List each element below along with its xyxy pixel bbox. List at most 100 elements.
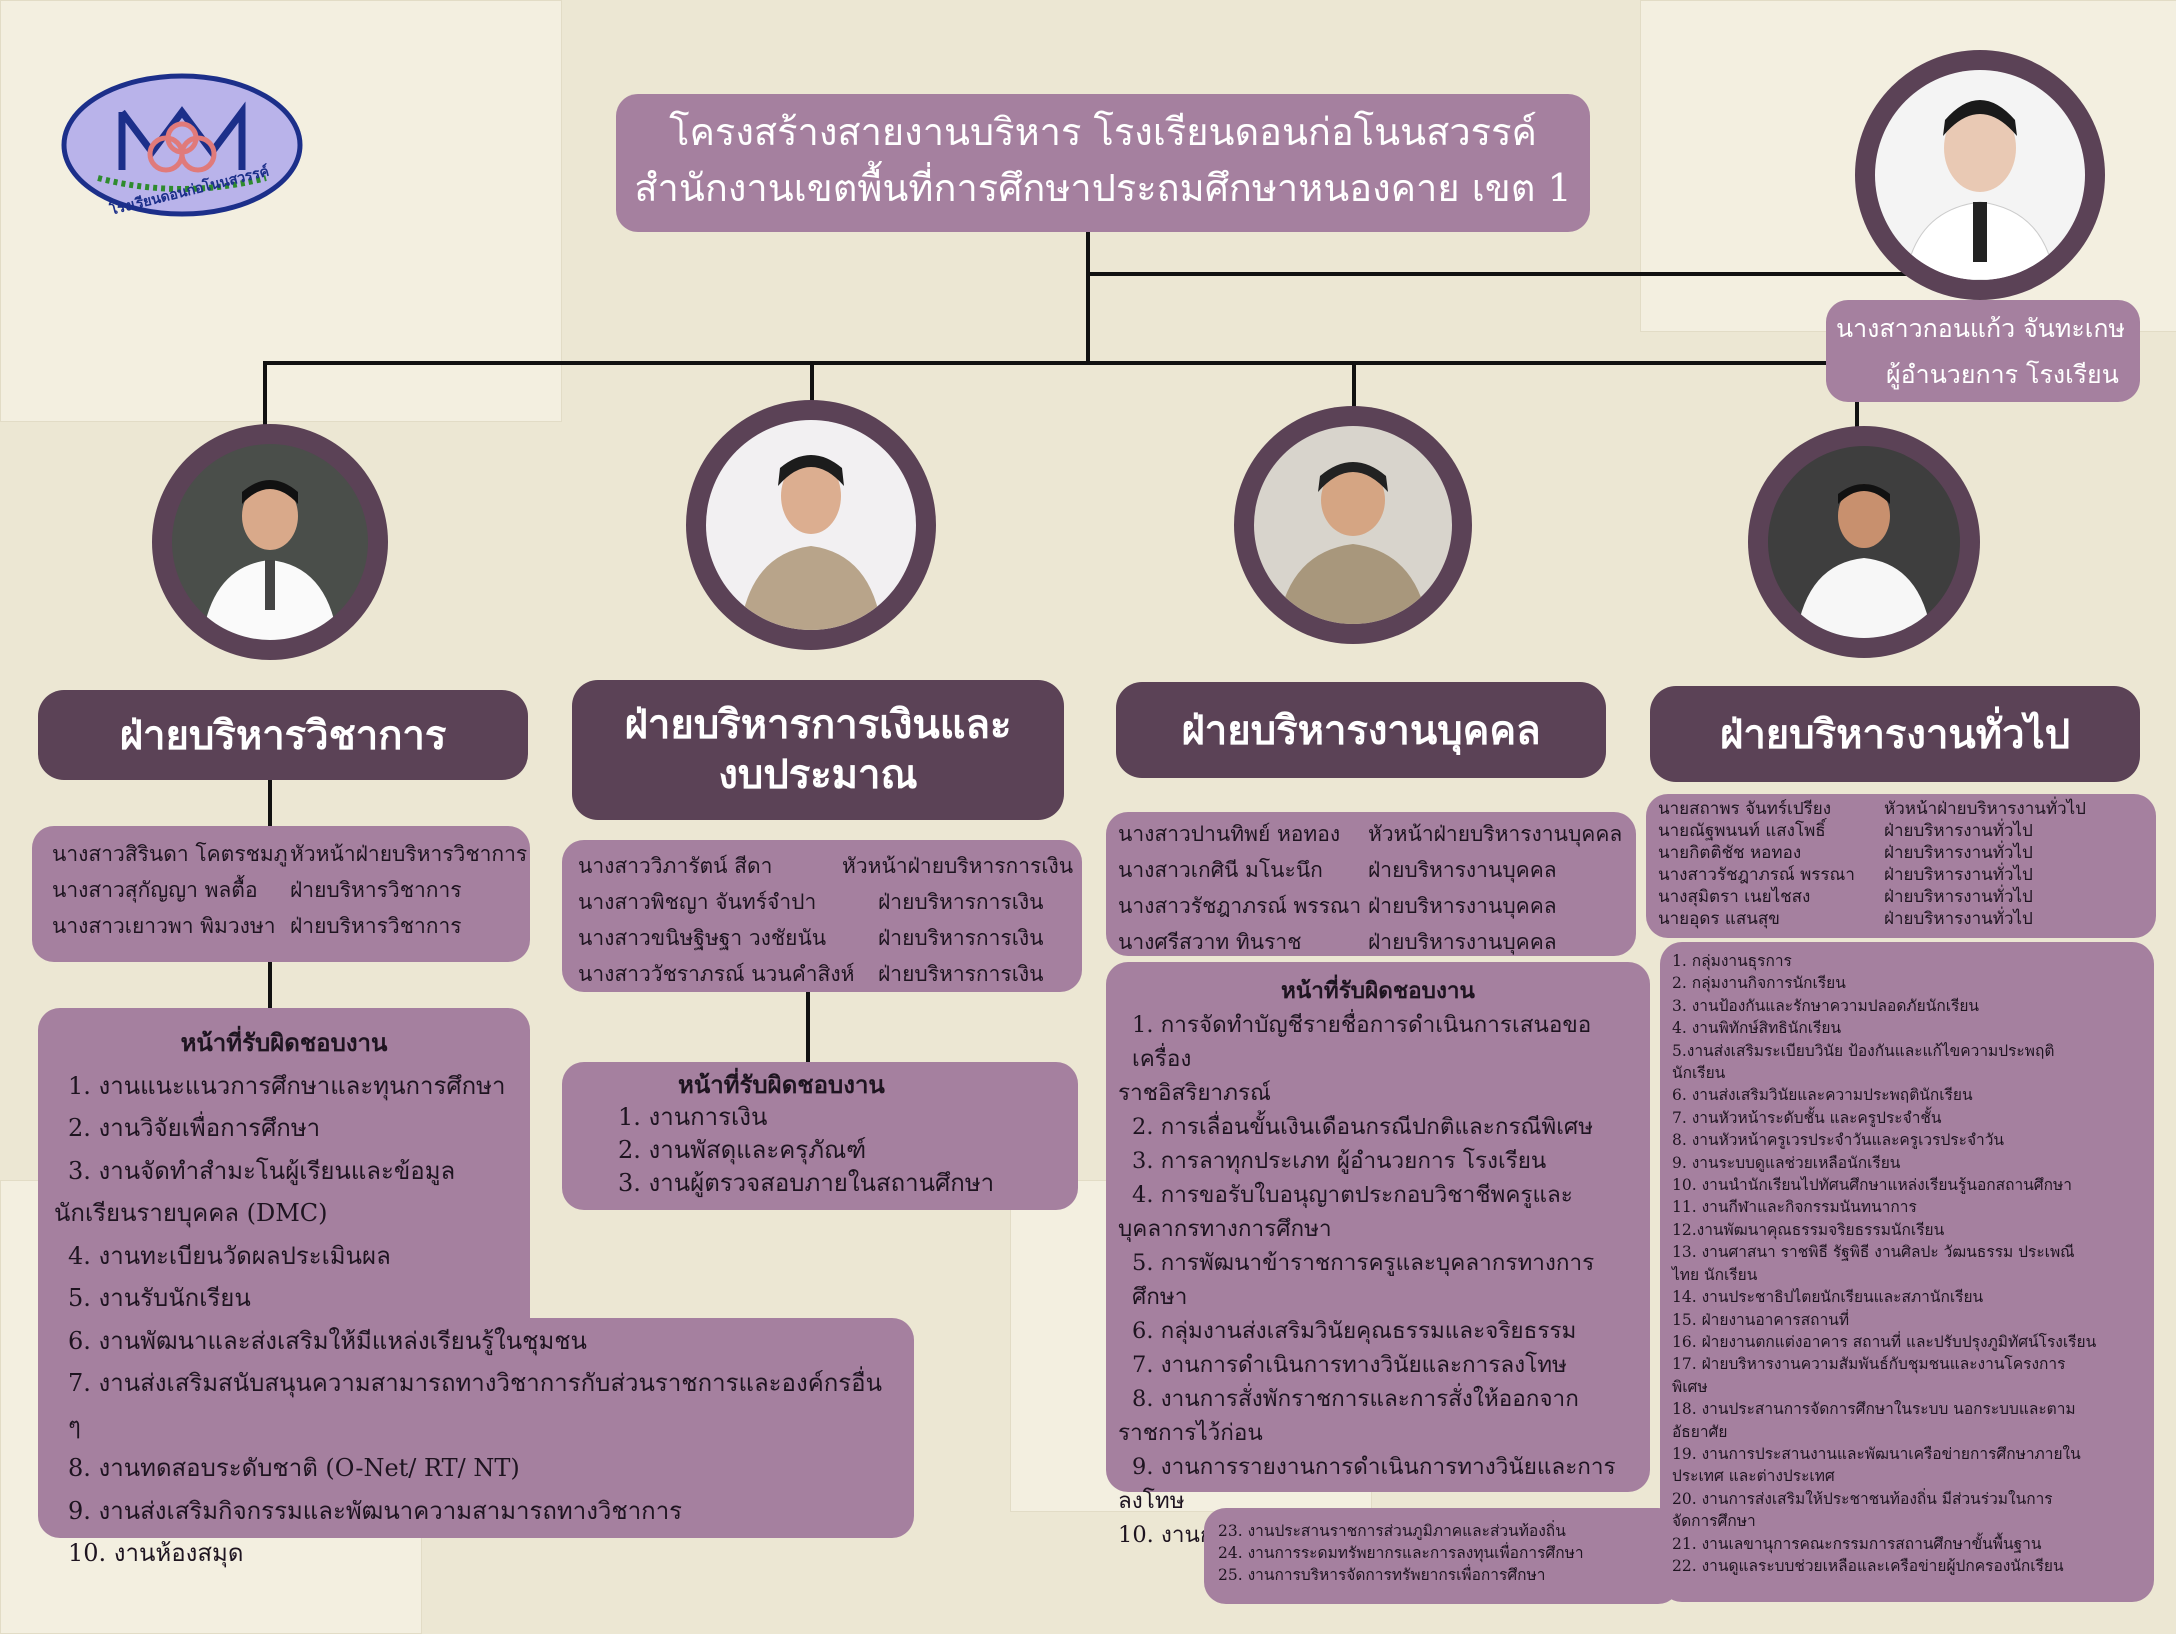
duty-item: 5.งานส่งเสริมระเบียบวินัย ป้องกันและแก้ไ…: [1672, 1041, 2055, 1060]
duty-item: ราชอิสริยาภรณ์: [1118, 1080, 1271, 1106]
duty-item: 1. การจัดทำบัญชีรายชื่อการดำเนินการเสนอข…: [1132, 1012, 1592, 1072]
duty-item: 17. ฝ่ายบริหารงานความสัมพันธ์กับชุมชนและ…: [1672, 1355, 2066, 1374]
finance-duty-list: หน้าที่รับผิดชอบงาน 1. งานการเงิน 2. งาน…: [562, 1062, 1078, 1210]
duty-item: 1. งานแนะแนวการศึกษาและทุนการศึกษา: [68, 1071, 506, 1100]
duty-item: 8. งานการสั่งพักราชการและการสั่งให้ออกจา…: [1132, 1386, 1579, 1412]
staff-role: ฝ่ายบริหารงานทั่วไป: [1884, 843, 2033, 863]
duty-item: 12.งานพัฒนาคุณธรรมจริยธรรมนักเรียน: [1672, 1220, 1945, 1239]
duty-item: 2. การเลื่อนขั้นเงินเดือนกรณีปกติและกรณี…: [1132, 1114, 1594, 1140]
director-photo: [1855, 50, 2105, 300]
staff-name: นางสาวรัชฎาภรณ์ พรรณา: [1118, 894, 1362, 918]
duty-item: ประเทศ และต่างประเทศ: [1672, 1467, 1835, 1486]
connector: [263, 361, 1859, 365]
staff-role: ฝ่ายบริหารงานทั่วไป: [1884, 909, 2033, 929]
duty-item: 8. งานทดสอบระดับชาติ (O-Net/ RT/ NT): [68, 1454, 520, 1482]
duty-item: 4. งานทะเบียนวัดผลประเมินผล: [68, 1241, 391, 1270]
duty-item: อัธยาศัย: [1672, 1422, 1728, 1441]
duty-item: 20. งานการส่งเสริมให้ประชาชนท้องถิ่น มีส…: [1672, 1489, 2053, 1508]
staff-name: นางสาววัชราภรณ์ นวนคำสิงห์: [578, 962, 855, 986]
duty-item: 18. งานประสานการจัดการศึกษาในระบบ นอกระบ…: [1672, 1400, 2076, 1419]
duty-item: 7. งานการดำเนินการทางวินัยและการลงโทษ: [1132, 1352, 1567, 1378]
staff-name: นางสาวรัชฎาภรณ์ พรรณา: [1658, 865, 1855, 885]
duty-item: 9. งานส่งเสริมกิจกรรมและพัฒนาความสามารถท…: [68, 1496, 683, 1525]
duty-item: 1. กลุ่มงานธุรการ: [1672, 952, 1792, 970]
duty-item: 8. งานหัวหน้าครูเวรประจำวันและครูเวรประจ…: [1672, 1131, 2005, 1150]
academic-duty-bg-upper: [38, 1008, 530, 1368]
staff-role: ฝ่ายบริหารงานทั่วไป: [1884, 887, 2033, 907]
duty-item: ลงโทษ: [1118, 1488, 1185, 1514]
duty-item: 6. กลุ่มงานส่งเสริมวินัยคุณธรรมและจริยธร…: [1132, 1318, 1577, 1344]
director-name: นางสาวกอนแก้ว จันทะเกษ: [1836, 314, 2125, 343]
duty-item: 25. งานการบริหารจัดการทรัพยากรเพื่อการศึ…: [1218, 1566, 1546, 1584]
duty-item: 3. งานป้องกันและรักษาความปลอดภัยนักเรียน: [1672, 996, 1980, 1015]
staff-name: นางสาวสิรินดา โคตรชมภู: [52, 842, 288, 866]
duty-item: 5. การพัฒนาข้าราชการครูและบุคลากรทางการศ…: [1132, 1250, 1595, 1310]
staff-name: นางสาวสุกัญญา พลตื้อ: [52, 878, 258, 902]
duty-header: หน้าที่รับผิดชอบงาน: [1281, 978, 1475, 1004]
duty-item: 21. งานเลขานุการคณะกรรมการสถานศึกษาขั้นพ…: [1672, 1534, 2042, 1553]
connector: [1086, 230, 1090, 364]
general-duty-list: 1. กลุ่มงานธุรการ 2. กลุ่มงานกิจการนักเร…: [1660, 942, 2154, 1602]
staff-role: หัวหน้าฝ่ายบริหารงานทั่วไป: [1884, 799, 2086, 819]
academic-duty-bg-lower: [38, 1318, 914, 1538]
duty-item: 2. งานพัสดุและครุภัณฑ์: [618, 1136, 867, 1164]
personnel-dept-title: ฝ่ายบริหารงานบุคคล: [1116, 682, 1606, 778]
personnel-head-photo: [1234, 406, 1472, 644]
connector: [1855, 361, 1859, 451]
staff-name: นางสาววิภารัตน์ สีดา: [578, 854, 773, 878]
duty-header: หน้าที่รับผิดชอบงาน: [678, 1070, 885, 1099]
chart-title: โครงสร้างสายงานบริหาร โรงเรียนดอนก่อโนนส…: [616, 94, 1590, 232]
duty-item: 9. งานการรายงานการดำเนินการทางวินัยและกา…: [1132, 1454, 1616, 1480]
connector: [263, 361, 267, 451]
background-tile: [0, 0, 562, 422]
staff-name: นางสาวเยาวพา พิมวงษา: [52, 914, 276, 938]
staff-name: นางสาวพิชญา จันทร์จำปา: [578, 890, 817, 914]
staff-role: ฝ่ายบริหารงานทั่วไป: [1884, 865, 2033, 885]
staff-role: หัวหน้าฝ่ายบริหารวิชาการ: [290, 842, 528, 866]
director-card: นางสาวกอนแก้ว จันทะเกษ ผู้อำนวยการ โรงเร…: [1826, 300, 2140, 402]
staff-name: นางสาวปานทิพย์ หอทอง: [1118, 822, 1341, 846]
duty-item: 14. งานประชาธิปไตยนักเรียนและสภานักเรียน: [1672, 1288, 1984, 1307]
duty-item: 4. การขอรับใบอนุญาตประกอบวิชาชีพครูและ: [1132, 1182, 1573, 1208]
staff-role: ฝ่ายบริหารวิชาการ: [290, 878, 462, 902]
staff-role: ฝ่ายบริหารวิชาการ: [290, 914, 462, 938]
duty-item: 2. กลุ่มงานกิจการนักเรียน: [1672, 974, 1846, 993]
title-line-2: สำนักงานเขตพื้นที่การศึกษาประถมศึกษาหนอง…: [634, 166, 1572, 210]
duty-item: 11. งานกีฬาและกิจกรรมนันทนาการ: [1672, 1198, 1917, 1217]
staff-name: นายกิตติชัช หอทอง: [1658, 843, 1802, 863]
duty-item: บุคลากรทางการศึกษา: [1118, 1216, 1332, 1242]
duty-item: 24. งานการระดมทรัพยากรและการลงทุนเพื่อกา…: [1218, 1544, 1584, 1562]
staff-role: ฝ่ายบริหารการเงิน: [878, 962, 1044, 986]
staff-name: นางสาวเกศินี มโนะนึก: [1118, 858, 1323, 882]
staff-role: ฝ่ายบริหารการเงิน: [878, 926, 1044, 950]
academic-duty-list: หน้าที่รับผิดชอบงาน 1. งานแนะแนวการศึกษา…: [38, 1018, 914, 1567]
staff-name: นายณัฐพนนท์ แสงโพธิ์: [1658, 821, 1826, 841]
staff-role: หัวหน้าฝ่ายบริหารงานบุคคล: [1368, 822, 1623, 846]
staff-name: นายอุดร แสนสุข: [1658, 909, 1780, 929]
title-line-1: โครงสร้างสายงานบริหาร โรงเรียนดอนก่อโนนส…: [669, 110, 1537, 154]
staff-role: ฝ่ายบริหารงานบุคคล: [1368, 894, 1557, 918]
duty-item: พิเศษ: [1672, 1377, 1708, 1396]
director-position: ผู้อำนวยการ โรงเรียน: [1886, 360, 2119, 389]
duty-item: 2. งานวิจัยเพื่อการศึกษา: [68, 1114, 321, 1142]
general-staff-list: นายสถาพร จันทร์เปรียงหัวหน้าฝ่ายบริหารงา…: [1646, 794, 2156, 938]
staff-role: ฝ่ายบริหารงานบุคคล: [1368, 930, 1557, 954]
staff-role: ฝ่ายบริหารงานทั่วไป: [1884, 821, 2033, 841]
connector: [268, 780, 272, 828]
duty-item: 1. งานการเงิน: [618, 1103, 768, 1131]
duty-item: 15. ฝ่ายงานอาคารสถานที่: [1672, 1310, 1850, 1329]
duty-item: จัดการศึกษา: [1672, 1512, 1756, 1531]
connector: [268, 960, 272, 1010]
duty-item: 3. การลาทุกประเภท ผู้อำนวยการ โรงเรียน: [1132, 1148, 1547, 1174]
academic-staff-list: นางสาวสิรินดา โคตรชมภูหัวหน้าฝ่ายบริหารว…: [32, 826, 530, 962]
duty-item: 4. งานพิทักษ์สิทธินักเรียน: [1672, 1019, 1842, 1038]
duty-item: ไทย นักเรียน: [1672, 1265, 1758, 1284]
duty-item: 7. งานหัวหน้าระดับชั้น และครูประจำชั้น: [1672, 1108, 1942, 1127]
general-duty-extra: 23. งานประสานราชการส่วนภูมิภาคและส่วนท้อ…: [1204, 1508, 1680, 1604]
general-dept-title: ฝ่ายบริหารงานทั่วไป: [1650, 686, 2140, 782]
duty-item: 9. งานระบบดูแลช่วยเหลือนักเรียน: [1672, 1153, 1901, 1172]
duty-item: ราชการไว้ก่อน: [1118, 1420, 1263, 1446]
duty-item: 16. ฝ่ายงานตกแต่งอาคาร สถานที่ และปรับปร…: [1672, 1332, 2097, 1351]
finance-head-photo: [686, 400, 936, 650]
duty-item: 6. งานพัฒนาและส่งเสริมให้มีแหล่งเรียนรู้…: [68, 1326, 587, 1355]
